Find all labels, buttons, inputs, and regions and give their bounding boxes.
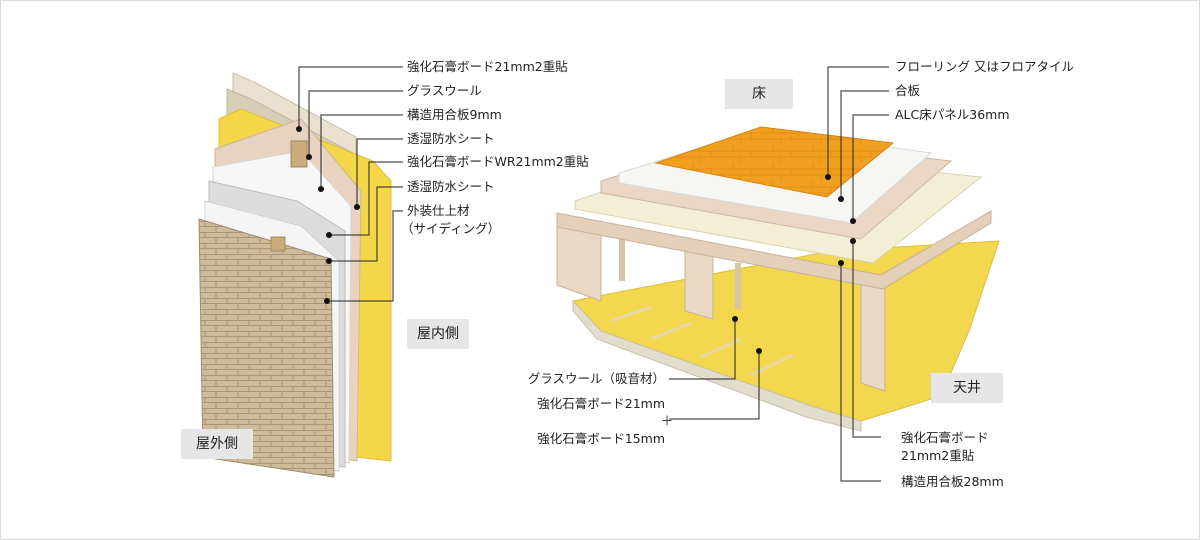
wall-label-glasswool: グラスウール xyxy=(407,83,482,98)
ceiling-label-plus: ＋ xyxy=(660,413,674,428)
leader-lines xyxy=(298,66,889,482)
wall-stud-block xyxy=(290,140,308,168)
floor-label-gypsum-double: 強化石膏ボード xyxy=(901,430,989,445)
floor-label-structural-plywood: 構造用合板28mm xyxy=(901,474,1004,489)
wall-stud-block-2 xyxy=(270,236,286,252)
wall-label-exterior-finish: 外装仕上材 xyxy=(407,203,470,218)
floor-label-gypsum-double-2: 21mm2重貼 xyxy=(901,448,975,463)
wall-label-structural-plywood: 構造用合板9mm xyxy=(407,107,502,122)
ceiling-label-gypsum-21: 強化石膏ボード21mm xyxy=(537,396,665,411)
post-2 xyxy=(735,263,741,309)
wall-label-gypsum-board: 強化石膏ボード21mm2重貼 xyxy=(407,59,568,74)
floor-structural-plywood xyxy=(556,210,992,290)
ceiling-gypsum xyxy=(572,299,862,432)
floor-flooring xyxy=(654,126,895,198)
wall-label-moisture-sheet: 透湿防水シート xyxy=(407,131,495,146)
post-1 xyxy=(619,239,625,281)
wall-section xyxy=(198,72,392,478)
floor-label-plywood: 合板 xyxy=(895,83,921,98)
ceiling-label-gypsum-15: 強化石膏ボード15mm xyxy=(537,431,665,446)
ceiling-tag: 天井 xyxy=(931,373,1003,403)
wall-label-gypsum-wr: 強化石膏ボードWR21mm2重貼 xyxy=(407,154,589,169)
wall-siding xyxy=(198,218,335,478)
floor-label-flooring: フローリング 又はフロアタイル xyxy=(895,59,1074,74)
ceiling-label-glasswool: グラスウール（吸音材） xyxy=(527,371,665,386)
outside-tag: 屋外側 xyxy=(181,429,253,459)
wall-label-moisture-sheet-2: 透湿防水シート xyxy=(407,179,495,194)
floor-tag: 床 xyxy=(725,79,793,109)
beam-right xyxy=(860,280,886,392)
inside-tag: 屋内側 xyxy=(407,319,469,349)
leader-dots xyxy=(296,126,856,354)
wall-label-siding: （サイディング） xyxy=(401,221,501,236)
floor-label-alc-panel: ALC床パネル36mm xyxy=(895,107,1010,122)
